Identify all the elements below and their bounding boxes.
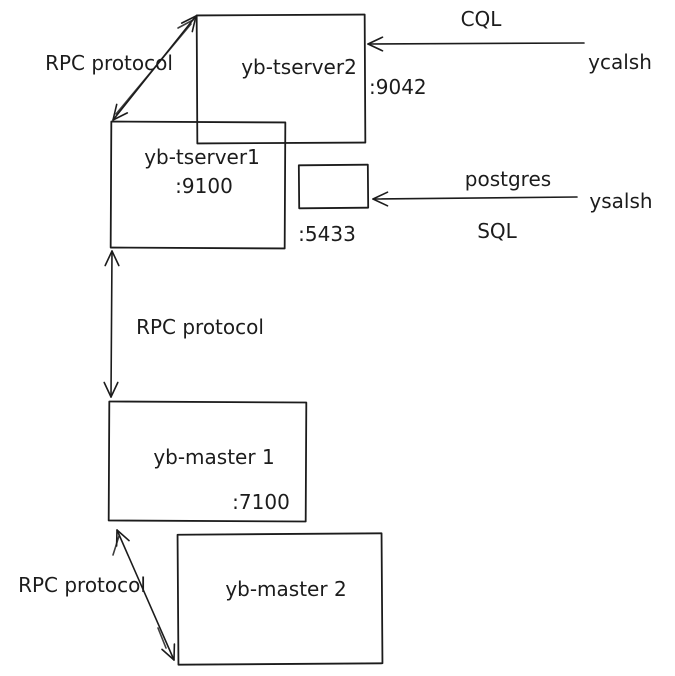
edge-postgres-label: postgres bbox=[465, 167, 551, 191]
yb-tserver1-port: :9100 bbox=[175, 174, 233, 198]
yb-tserver1-label: yb-tserver1 bbox=[144, 145, 260, 169]
edge-rpc-mid-label: RPC protocol bbox=[136, 315, 264, 339]
edge-cql-arrow bbox=[367, 36, 585, 52]
node-yb-master-2: yb-master 2 bbox=[176, 532, 384, 666]
edge-rpc-top-arrow bbox=[112, 15, 197, 121]
yb-tserver1-box bbox=[109, 120, 287, 250]
edge-rpc-top-label: RPC protocol bbox=[45, 51, 173, 75]
edge-postgres-arrow bbox=[372, 191, 578, 207]
edge-rpc-bottom-arrow bbox=[112, 529, 176, 661]
yb-master-1-port: :7100 bbox=[232, 490, 290, 514]
client-ycalsh-label: ycalsh bbox=[588, 50, 652, 74]
node-yb-tserver2: yb-tserver2 :9042 bbox=[195, 13, 427, 145]
yb-tserver2-box bbox=[195, 13, 367, 145]
node-yb-tserver1: yb-tserver1 :9100 bbox=[109, 120, 287, 250]
edge-cql-label: CQL bbox=[461, 7, 503, 31]
port-5433-box bbox=[297, 163, 370, 210]
yb-master-2-label: yb-master 2 bbox=[225, 577, 346, 601]
edge-rpc-mid-arrow bbox=[103, 250, 120, 398]
yb-master-1-box bbox=[107, 400, 308, 523]
yb-tserver2-port: :9042 bbox=[369, 75, 427, 99]
client-ysalsh-label: ysalsh bbox=[589, 189, 652, 213]
node-port-5433: :5433 bbox=[297, 163, 370, 246]
edge-sql-label: SQL bbox=[477, 219, 517, 243]
node-yb-master-1: yb-master 1 :7100 bbox=[107, 400, 308, 523]
yb-master-1-label: yb-master 1 bbox=[153, 445, 274, 469]
yb-tserver2-label: yb-tserver2 bbox=[241, 55, 357, 79]
yb-master-2-box bbox=[176, 532, 384, 666]
edge-rpc-bottom-label: RPC protocol bbox=[18, 573, 146, 597]
port-5433-label: :5433 bbox=[298, 222, 356, 246]
